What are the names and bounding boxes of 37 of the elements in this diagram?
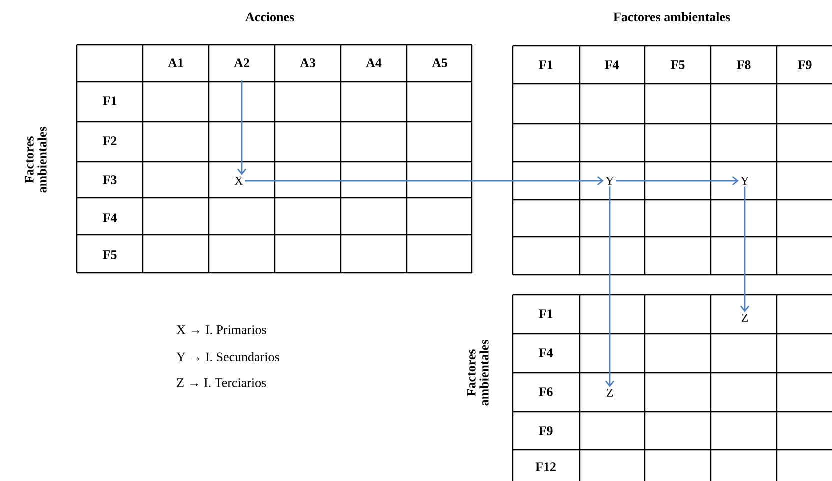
- header-cell: A2: [234, 58, 250, 68]
- cell-mark: Y: [740, 177, 750, 185]
- heading: Factores ambientales: [614, 12, 730, 22]
- arrow: [740, 186, 750, 312]
- header-cell-text: F5: [103, 250, 117, 260]
- header-cell-text: F3: [103, 176, 117, 184]
- header-cell-text: F5: [671, 60, 685, 70]
- header-cell-text: F12: [536, 462, 556, 472]
- arrow: [605, 186, 615, 388]
- heading: Acciones: [246, 12, 294, 22]
- header-cell-text: A3: [300, 58, 316, 68]
- header-cell-text: F9: [798, 60, 812, 70]
- cell-mark: Z: [606, 389, 613, 397]
- header-cell-text: F1: [103, 96, 117, 106]
- key-text: Y → I. Secundarios: [176, 352, 280, 362]
- axis-label: Factores ambientales: [25, 127, 47, 193]
- header-cell-text: F6: [539, 388, 553, 396]
- header-cell-text: F8: [737, 60, 751, 70]
- cell-mark: Z: [742, 314, 748, 322]
- cell-mark: Y: [606, 177, 614, 185]
- arrow: [237, 80, 247, 176]
- header-cell-text: F1: [539, 60, 553, 70]
- key-text: X → I. Primarios: [176, 326, 266, 334]
- axis-label: Factores ambientales: [467, 340, 489, 406]
- header-cell-text: F4: [539, 348, 553, 358]
- header-cell-text: F4: [605, 60, 619, 70]
- header-cell-text: F9: [539, 426, 553, 436]
- cell-mark: X: [234, 177, 244, 185]
- header-cell-text: F1: [539, 310, 553, 318]
- header-cell-text: F2: [103, 136, 117, 146]
- header-cell-text: A1: [168, 58, 184, 68]
- header-cell-text: A5: [432, 58, 448, 68]
- header-cell-text: A4: [366, 58, 382, 68]
- arrow: [616, 176, 739, 186]
- header-cell-text: F4: [103, 214, 117, 222]
- arrow: [245, 176, 604, 186]
- key-text: Z → I. Terciarios: [177, 378, 266, 388]
